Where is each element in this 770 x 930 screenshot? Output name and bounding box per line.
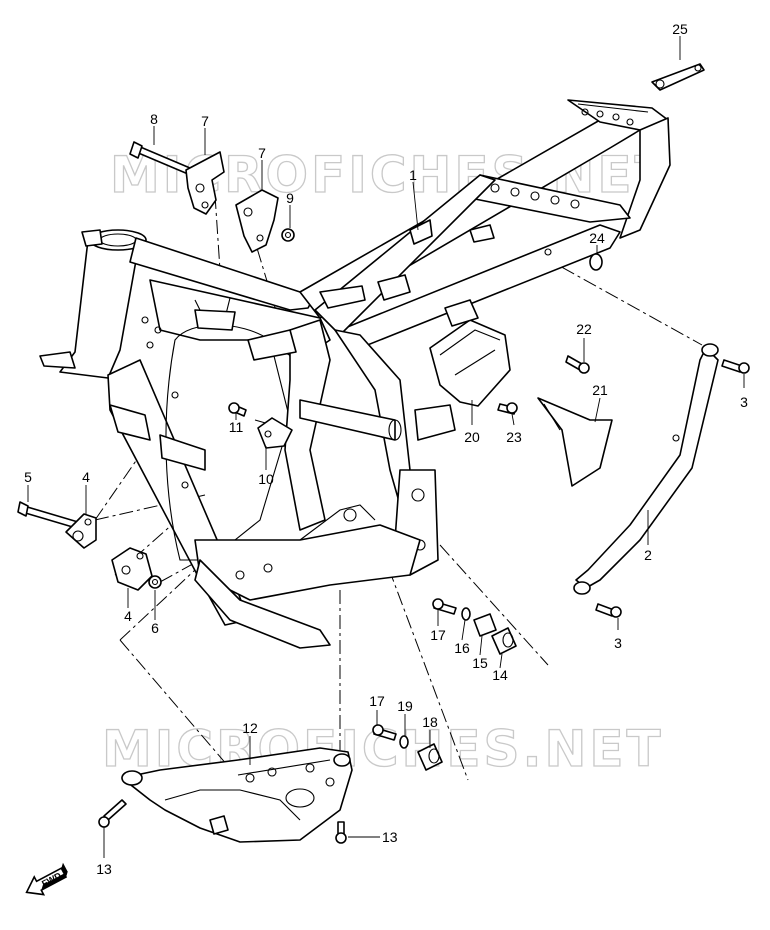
callout-16: 16 — [454, 640, 470, 656]
callout-3-a: 3 — [740, 394, 748, 410]
part-18-bushing — [417, 743, 443, 771]
part-13-bolt-a — [98, 799, 127, 828]
leader-lines — [27, 36, 745, 858]
callout-2: 2 — [644, 547, 652, 563]
callout-19: 19 — [397, 698, 413, 714]
part-20-box — [429, 299, 511, 407]
part-8-bolt — [129, 141, 191, 175]
part-2-bar — [573, 343, 719, 595]
part-13-bolt-b — [335, 821, 347, 844]
callouts: 25 1 8 7 7 9 24 22 21 3 11 10 20 23 5 4 … — [24, 21, 748, 877]
main-frame — [39, 99, 671, 649]
callout-13-a: 13 — [96, 861, 112, 877]
callout-7-b: 7 — [258, 145, 266, 161]
callout-17-b: 17 — [369, 693, 385, 709]
part-3-bolt-a — [721, 359, 750, 374]
callout-11: 11 — [229, 419, 244, 435]
part-16-washer — [461, 607, 471, 621]
callout-8: 8 — [150, 111, 158, 127]
callout-4-a: 4 — [82, 469, 90, 485]
callout-24: 24 — [589, 230, 605, 246]
callout-14: 14 — [492, 667, 508, 683]
part-7-bracket-b — [235, 189, 279, 253]
callout-13-b: 13 — [382, 829, 398, 845]
callout-3-b: 3 — [614, 635, 622, 651]
part-11-bolt — [228, 402, 247, 417]
callout-1: 1 — [409, 167, 417, 183]
part-21-side-plate — [537, 397, 613, 487]
part-10-bracket — [257, 417, 293, 449]
part-3-bolt-b — [595, 603, 622, 618]
callout-9: 9 — [286, 190, 294, 206]
part-6-nut — [148, 575, 162, 589]
part-4-bracket-a — [65, 513, 97, 549]
part-5-bolt — [17, 501, 79, 529]
part-14-bushing — [491, 627, 517, 655]
part-15-collar — [473, 613, 497, 637]
part-17-bolt-a — [432, 598, 457, 615]
part-19-washer — [399, 735, 409, 749]
part-17-bolt-b — [372, 724, 397, 741]
callout-20: 20 — [464, 429, 480, 445]
callout-6: 6 — [151, 620, 159, 636]
callout-7-a: 7 — [201, 113, 209, 129]
callout-18: 18 — [422, 714, 438, 730]
part-9-nut — [281, 228, 295, 242]
callout-22: 22 — [576, 321, 592, 337]
fwd-arrow-icon: FWD — [25, 862, 68, 896]
part-7-bracket-a — [185, 151, 225, 215]
callout-15: 15 — [472, 655, 488, 671]
part-23-bolt — [497, 402, 518, 415]
callout-23: 23 — [506, 429, 522, 445]
callout-21: 21 — [592, 382, 608, 398]
part-25-strap — [651, 63, 705, 91]
callout-5: 5 — [24, 469, 32, 485]
part-24-cap — [589, 253, 603, 271]
callout-12: 12 — [242, 720, 258, 736]
callout-10: 10 — [258, 471, 274, 487]
callout-17-a: 17 — [430, 627, 446, 643]
part-12-skid-plate — [121, 747, 353, 843]
part-4-bracket-b — [111, 547, 153, 591]
callout-4-b: 4 — [124, 608, 132, 624]
part-22-screw — [565, 355, 590, 374]
callout-25: 25 — [672, 21, 688, 37]
